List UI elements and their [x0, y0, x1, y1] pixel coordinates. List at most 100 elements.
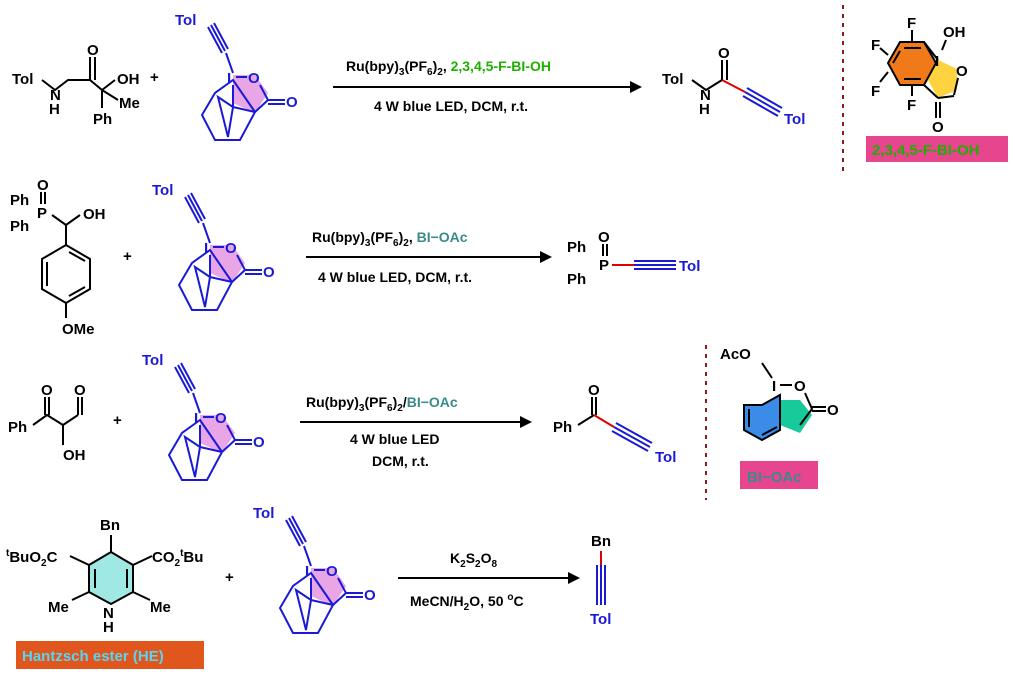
o-label: O [956, 63, 968, 80]
reagent-line-3: Ru(bpy)3(PF6)2/BI−OAc [306, 394, 458, 414]
iodine-label: I [194, 410, 198, 427]
conditions-line-2: 4 W blue LED, DCM, r.t. [318, 269, 472, 285]
ph-label: Ph [567, 271, 586, 288]
bioac-structure: AcO I O O [720, 346, 839, 442]
bioac-label: BI−OAc [747, 469, 802, 486]
o-label: O [215, 410, 227, 427]
f-label: F [907, 97, 916, 114]
o-label: O [718, 45, 730, 62]
ebx-reagent-3: Tol I O O [142, 352, 265, 481]
o-label: O [225, 240, 237, 257]
o-label: O [41, 382, 53, 399]
o-label: O [286, 94, 298, 111]
ph-label: Ph [567, 239, 586, 256]
tol-label: Tol [175, 12, 196, 29]
reagent-line-2: Ru(bpy)3(PF6)2, BI−OAc [312, 229, 468, 249]
product-alkynyl-phosphine-oxide: Ph Ph P O Tol [567, 229, 700, 288]
aco-label: AcO [720, 346, 751, 363]
p-label: P [37, 205, 47, 222]
o-label: O [263, 264, 275, 281]
ph-label: Ph [553, 419, 572, 436]
h-label: H [699, 101, 710, 118]
tbu-ester-left: tBuO2C [6, 548, 58, 569]
o-label: O [87, 42, 99, 59]
product-benzyl-alkyne: Bn Tol [590, 533, 611, 628]
p-label: P [599, 257, 609, 274]
ph-label: Ph [8, 419, 27, 436]
plus-sign: + [150, 69, 159, 86]
me-label: Me [150, 599, 171, 616]
plus-sign: + [123, 248, 132, 265]
conditions-line-3a: 4 W blue LED [350, 431, 439, 447]
o-label: O [37, 177, 49, 194]
tol-label: Tol [784, 111, 805, 128]
substrate-hydroxy-amide: Tol N H O OH Me Ph [12, 42, 140, 128]
ebx-reagent-4: Tol I O O [253, 505, 376, 634]
conditions-line-3b: DCM, r.t. [372, 453, 429, 469]
iodine-label: I [305, 563, 309, 580]
o-label: O [598, 229, 610, 246]
o-label: O [827, 402, 839, 419]
tol-label: Tol [662, 71, 683, 88]
plus-sign: + [113, 412, 122, 429]
conditions-line-1: 4 W blue LED, DCM, r.t. [374, 98, 528, 114]
fbioh-label: 2,3,4,5-F-BI-OH [872, 142, 980, 159]
conditions-line-4: MeCN/H2O, 50 oC [410, 592, 524, 613]
iodine-label: I [935, 53, 939, 70]
substrate-hantzsch-ester: Bn N H Me Me tBuO2C CO2tBu [6, 517, 203, 636]
hantzsch-label-box [16, 641, 204, 669]
ph-label: Ph [10, 218, 29, 235]
o-label: O [588, 382, 600, 399]
o-label: O [248, 70, 260, 87]
oh-label: OH [83, 206, 106, 223]
tol-label: Tol [152, 182, 173, 199]
fbioh-structure: I OH O O F F F F [871, 15, 968, 136]
tbu-ester-right: CO2tBu [152, 548, 203, 569]
n-label: N [50, 87, 61, 104]
o-label: O [253, 434, 265, 451]
me-label: Me [119, 95, 140, 112]
tol-label: Tol [142, 352, 163, 369]
bioac-label-box [740, 461, 818, 489]
oh-label: OH [63, 447, 86, 464]
product-ynamide: Tol N H O Tol [662, 45, 805, 128]
oh-label: OH [117, 71, 140, 88]
iodine-label: I [227, 70, 231, 87]
n-label: N [700, 87, 711, 104]
tol-label: Tol [679, 258, 700, 275]
o-label: O [932, 119, 944, 136]
o-label: O [74, 382, 86, 399]
ebx-reagent-2: Tol I O O [152, 182, 275, 311]
ome-label: OMe [62, 321, 95, 338]
f-label: F [871, 83, 880, 100]
me-label: Me [48, 599, 69, 616]
tol-label: Tol [655, 449, 676, 466]
o-label: O [364, 587, 376, 604]
bn-label: Bn [100, 517, 120, 534]
h-label: H [103, 619, 114, 636]
product-ynone: Ph O Tol [553, 382, 676, 466]
bn-label: Bn [591, 533, 611, 550]
h-label: H [49, 101, 60, 118]
f-label: F [907, 15, 916, 32]
substrate-phenylglyoxylic-acid: Ph O O OH [8, 382, 86, 464]
reagent-line-4: K2S2O8 [450, 550, 497, 570]
tol-label: Tol [590, 611, 611, 628]
ph-label: Ph [93, 111, 112, 128]
tol-label: Tol [12, 71, 33, 88]
o-label: O [794, 378, 806, 395]
reagent-line-1: Ru(bpy)3(PF6)2, 2,3,4,5-F-BI-OH [346, 58, 551, 78]
iodine-label: I [772, 378, 776, 395]
fbioh-label-box [866, 136, 1008, 162]
tol-label: Tol [253, 505, 274, 522]
oh-label: OH [943, 24, 966, 41]
f-label: F [871, 37, 880, 54]
ph-label: Ph [10, 192, 29, 209]
plus-sign: + [225, 569, 234, 586]
substrate-phosphine-oxide-alcohol: Ph Ph P O OH OMe [10, 177, 106, 338]
n-label: N [103, 605, 114, 622]
o-label: O [326, 563, 338, 580]
ebx-reagent-1: Tol I O O [175, 12, 298, 141]
